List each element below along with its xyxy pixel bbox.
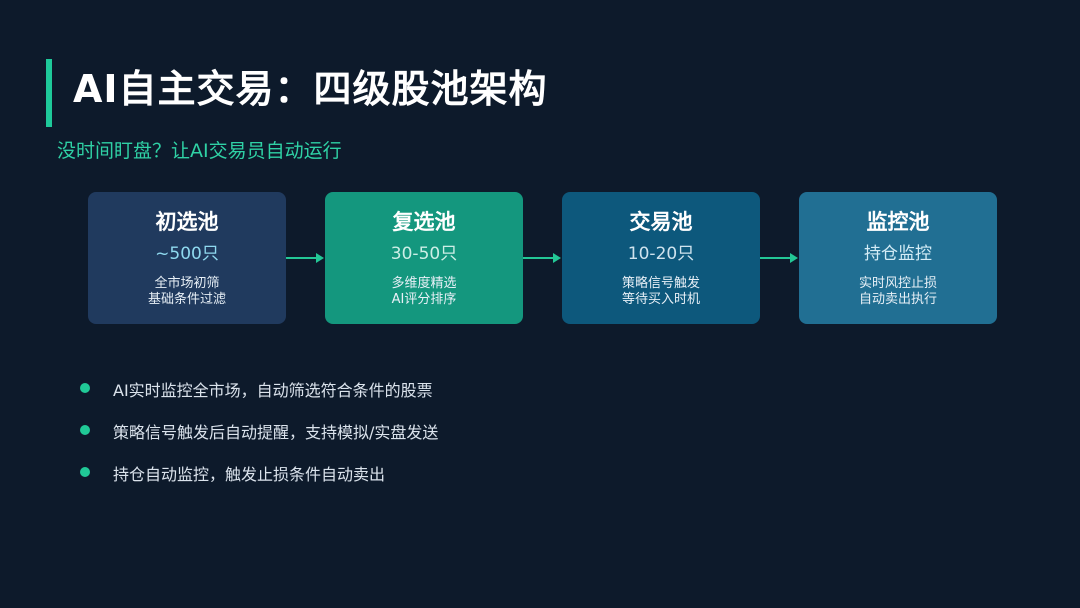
pool-count: 10-20只 (627, 244, 695, 264)
pool-desc-line: 实时风控止损 (858, 276, 937, 291)
pool-desc-line: 自动卖出执行 (858, 292, 937, 307)
pool-desc-line: 多维度精选 (391, 276, 457, 291)
flow-arrow (523, 253, 561, 263)
pool-trading: 交易池 10-20只 策略信号触发 等待买入时机 (562, 192, 760, 324)
pool-description: 全市场初筛 基础条件过滤 (88, 276, 286, 308)
pool-initial: 初选池 ~500只 全市场初筛 基础条件过滤 (88, 192, 286, 324)
title-accent-bar (46, 59, 52, 127)
pool-description: 策略信号触发 等待买入时机 (562, 276, 760, 308)
pool-description: 实时风控止损 自动卖出执行 (799, 276, 997, 308)
bullet-item: AI实时监控全市场，自动筛选符合条件的股票 (80, 379, 780, 403)
pool-monitor: 监控池 持仓监控 实时风控止损 自动卖出执行 (799, 192, 997, 324)
pool-desc-line: 等待买入时机 (621, 292, 700, 307)
pool-desc-line: 策略信号触发 (621, 276, 700, 291)
bullet-dot-icon (80, 425, 90, 435)
slide-title: AI自主交易：四级股池架构 (73, 67, 548, 111)
pool-desc-line: 基础条件过滤 (147, 292, 226, 307)
slide-subtitle: 没时间盯盘？让AI交易员自动运行 (57, 140, 342, 162)
bullet-text: AI实时监控全市场，自动筛选符合条件的股票 (113, 381, 433, 400)
bullet-dot-icon (80, 383, 90, 393)
bullet-item: 策略信号触发后自动提醒，支持模拟/实盘发送 (80, 421, 780, 445)
flow-arrow (760, 253, 798, 263)
pool-name: 复选池 (392, 210, 456, 234)
bullet-text: 策略信号触发后自动提醒，支持模拟/实盘发送 (113, 423, 439, 442)
pool-description: 多维度精选 AI评分排序 (325, 276, 523, 308)
pool-name: 监控池 (866, 210, 930, 234)
pool-count: ~500只 (155, 244, 219, 264)
pool-name: 交易池 (629, 210, 693, 234)
pool-desc-line: AI评分排序 (391, 292, 457, 307)
bullet-item: 持仓自动监控，触发止损条件自动卖出 (80, 463, 780, 487)
flow-arrow (286, 253, 324, 263)
pool-secondary: 复选池 30-50只 多维度精选 AI评分排序 (325, 192, 523, 324)
pool-desc-line: 全市场初筛 (154, 276, 220, 291)
pool-count: 30-50只 (390, 244, 458, 264)
pool-name: 初选池 (155, 210, 219, 234)
pool-count: 持仓监控 (864, 244, 932, 264)
bullet-dot-icon (80, 467, 90, 477)
bullet-text: 持仓自动监控，触发止损条件自动卖出 (113, 465, 386, 484)
